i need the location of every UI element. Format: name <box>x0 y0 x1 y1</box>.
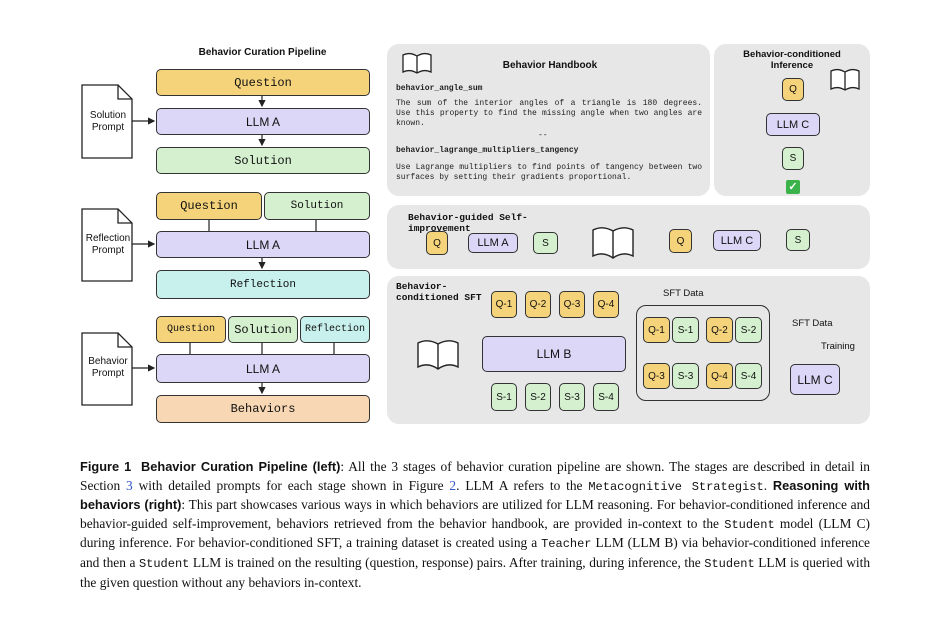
sft-data-q3: Q-3 <box>643 363 670 389</box>
inference-llm: LLM C <box>766 113 820 136</box>
sft-student-llm: LLM C <box>790 364 840 395</box>
student-term: Student <box>724 517 775 532</box>
behavior-1-name: behavior_angle_sum <box>396 84 483 93</box>
sft-s1: S-1 <box>491 383 517 411</box>
sft-data-s2: S-2 <box>735 317 762 343</box>
si-s1: S <box>533 232 558 254</box>
caption-text-5: : This part showcases various ways in wh… <box>80 497 870 531</box>
section-link[interactable]: 3 <box>126 477 133 493</box>
inference-s: S <box>782 147 804 170</box>
handbook-separator: -- <box>538 131 548 140</box>
sft-q3: Q-3 <box>559 291 585 318</box>
caption-text-2: with detailed prompts for each stage sho… <box>132 477 450 493</box>
sft-s2: S-2 <box>525 383 551 411</box>
caption-text-4: . <box>763 477 773 493</box>
inference-q: Q <box>782 78 804 101</box>
stage2-solution: Solution <box>264 192 370 220</box>
sft-data-s3: S-3 <box>672 363 699 389</box>
sft-s3: S-3 <box>559 383 585 411</box>
sft-panel <box>387 276 870 424</box>
check-icon: ✓ <box>786 180 800 194</box>
stage1-question: Question <box>156 69 370 96</box>
behavior-2-name: behavior_lagrange_multipliers_tangency <box>396 146 579 155</box>
sft-data-q4: Q-4 <box>706 363 733 389</box>
sft-q1: Q-1 <box>491 291 517 318</box>
caption-text-7: LLM (LLM B) via behavior-conditioned inf… <box>80 535 871 570</box>
caption-text-3: . LLM A refers to the <box>456 477 589 493</box>
sft-data-s1: S-1 <box>672 317 699 343</box>
reflection-prompt-label: Reflection Prompt <box>85 233 131 256</box>
stage2-reflection: Reflection <box>156 270 370 299</box>
sft-data-q2: Q-2 <box>706 317 733 343</box>
training-label: Training <box>821 341 855 352</box>
figure-link[interactable]: 2 <box>449 477 457 493</box>
si-llm2: LLM C <box>713 230 761 251</box>
caption-left-title: Behavior Curation Pipeline (left) <box>141 459 341 474</box>
solution-prompt-label: Solution Prompt <box>89 110 127 133</box>
handbook-title: Behavior Handbook <box>502 60 598 71</box>
sft-llm: LLM B <box>482 336 626 372</box>
si-s2: S <box>786 229 810 251</box>
stage2-llm: LLM A <box>156 231 370 258</box>
caption-text-1: : All the 3 stages of behavior curation … <box>80 459 871 493</box>
caption-right-title: Reasoning with behaviors (right) <box>80 477 870 513</box>
behavior-1-text: The sum of the interior angles of a tria… <box>396 99 702 128</box>
caption-text-9: LLM is queried with the given question w… <box>80 554 871 590</box>
sft-data-q1: Q-1 <box>643 317 670 343</box>
caption-text-8: LLM is trained on the resulting (questio… <box>189 554 705 570</box>
self-improvement-title: Behavior-guided Self-improvement <box>408 212 528 234</box>
sft-data-container <box>636 305 770 401</box>
book-icon <box>592 227 634 259</box>
stage3-reflection: Reflection <box>300 316 370 343</box>
handbook-panel <box>387 44 710 196</box>
book-icon <box>402 52 432 74</box>
book-icon <box>830 68 860 91</box>
figure-label: Figure 1 <box>80 459 132 474</box>
stage1-solution: Solution <box>156 147 370 174</box>
stage3-llm: LLM A <box>156 354 370 383</box>
sft-q4: Q-4 <box>593 291 619 318</box>
stage3-solution: Solution <box>228 316 298 343</box>
figure-caption: Figure 1 Behavior Curation Pipeline (lef… <box>80 458 870 592</box>
inference-title: Behavior-conditioned Inference <box>743 49 841 71</box>
sft-q2: Q-2 <box>525 291 551 318</box>
sft-title: Behavior-conditioned SFT <box>396 281 482 303</box>
caption-text-6: model (LLM C) during inference. For beha… <box>80 515 870 551</box>
sft-data-s4: S-4 <box>735 363 762 389</box>
si-q2: Q <box>669 229 692 253</box>
teacher-term: Teacher <box>541 537 592 552</box>
sft-s4: S-4 <box>593 383 619 411</box>
pipeline-title: Behavior Curation Pipeline <box>198 47 327 58</box>
metacognitive-term: Metacognitive Strategist <box>588 479 764 494</box>
book-icon <box>417 340 459 370</box>
behavior-prompt-label: Behavior Prompt <box>88 356 128 379</box>
si-llm1: LLM A <box>468 233 518 253</box>
behavior-2-text: Use Lagrange multipliers to find points … <box>396 163 702 182</box>
stage3-question: Question <box>156 316 226 343</box>
student-term: Student <box>138 556 190 571</box>
document-icon <box>81 84 133 406</box>
sft-data-label: SFT Data <box>792 318 833 329</box>
stage2-question: Question <box>156 192 262 220</box>
stage3-behaviors: Behaviors <box>156 395 370 423</box>
si-q1: Q <box>426 231 448 255</box>
student-term: Student <box>704 556 755 571</box>
figure: Behavior Curation Pipeline Solution Prom… <box>81 44 870 424</box>
sft-data-title: SFT Data <box>663 288 704 299</box>
stage1-llm: LLM A <box>156 108 370 135</box>
